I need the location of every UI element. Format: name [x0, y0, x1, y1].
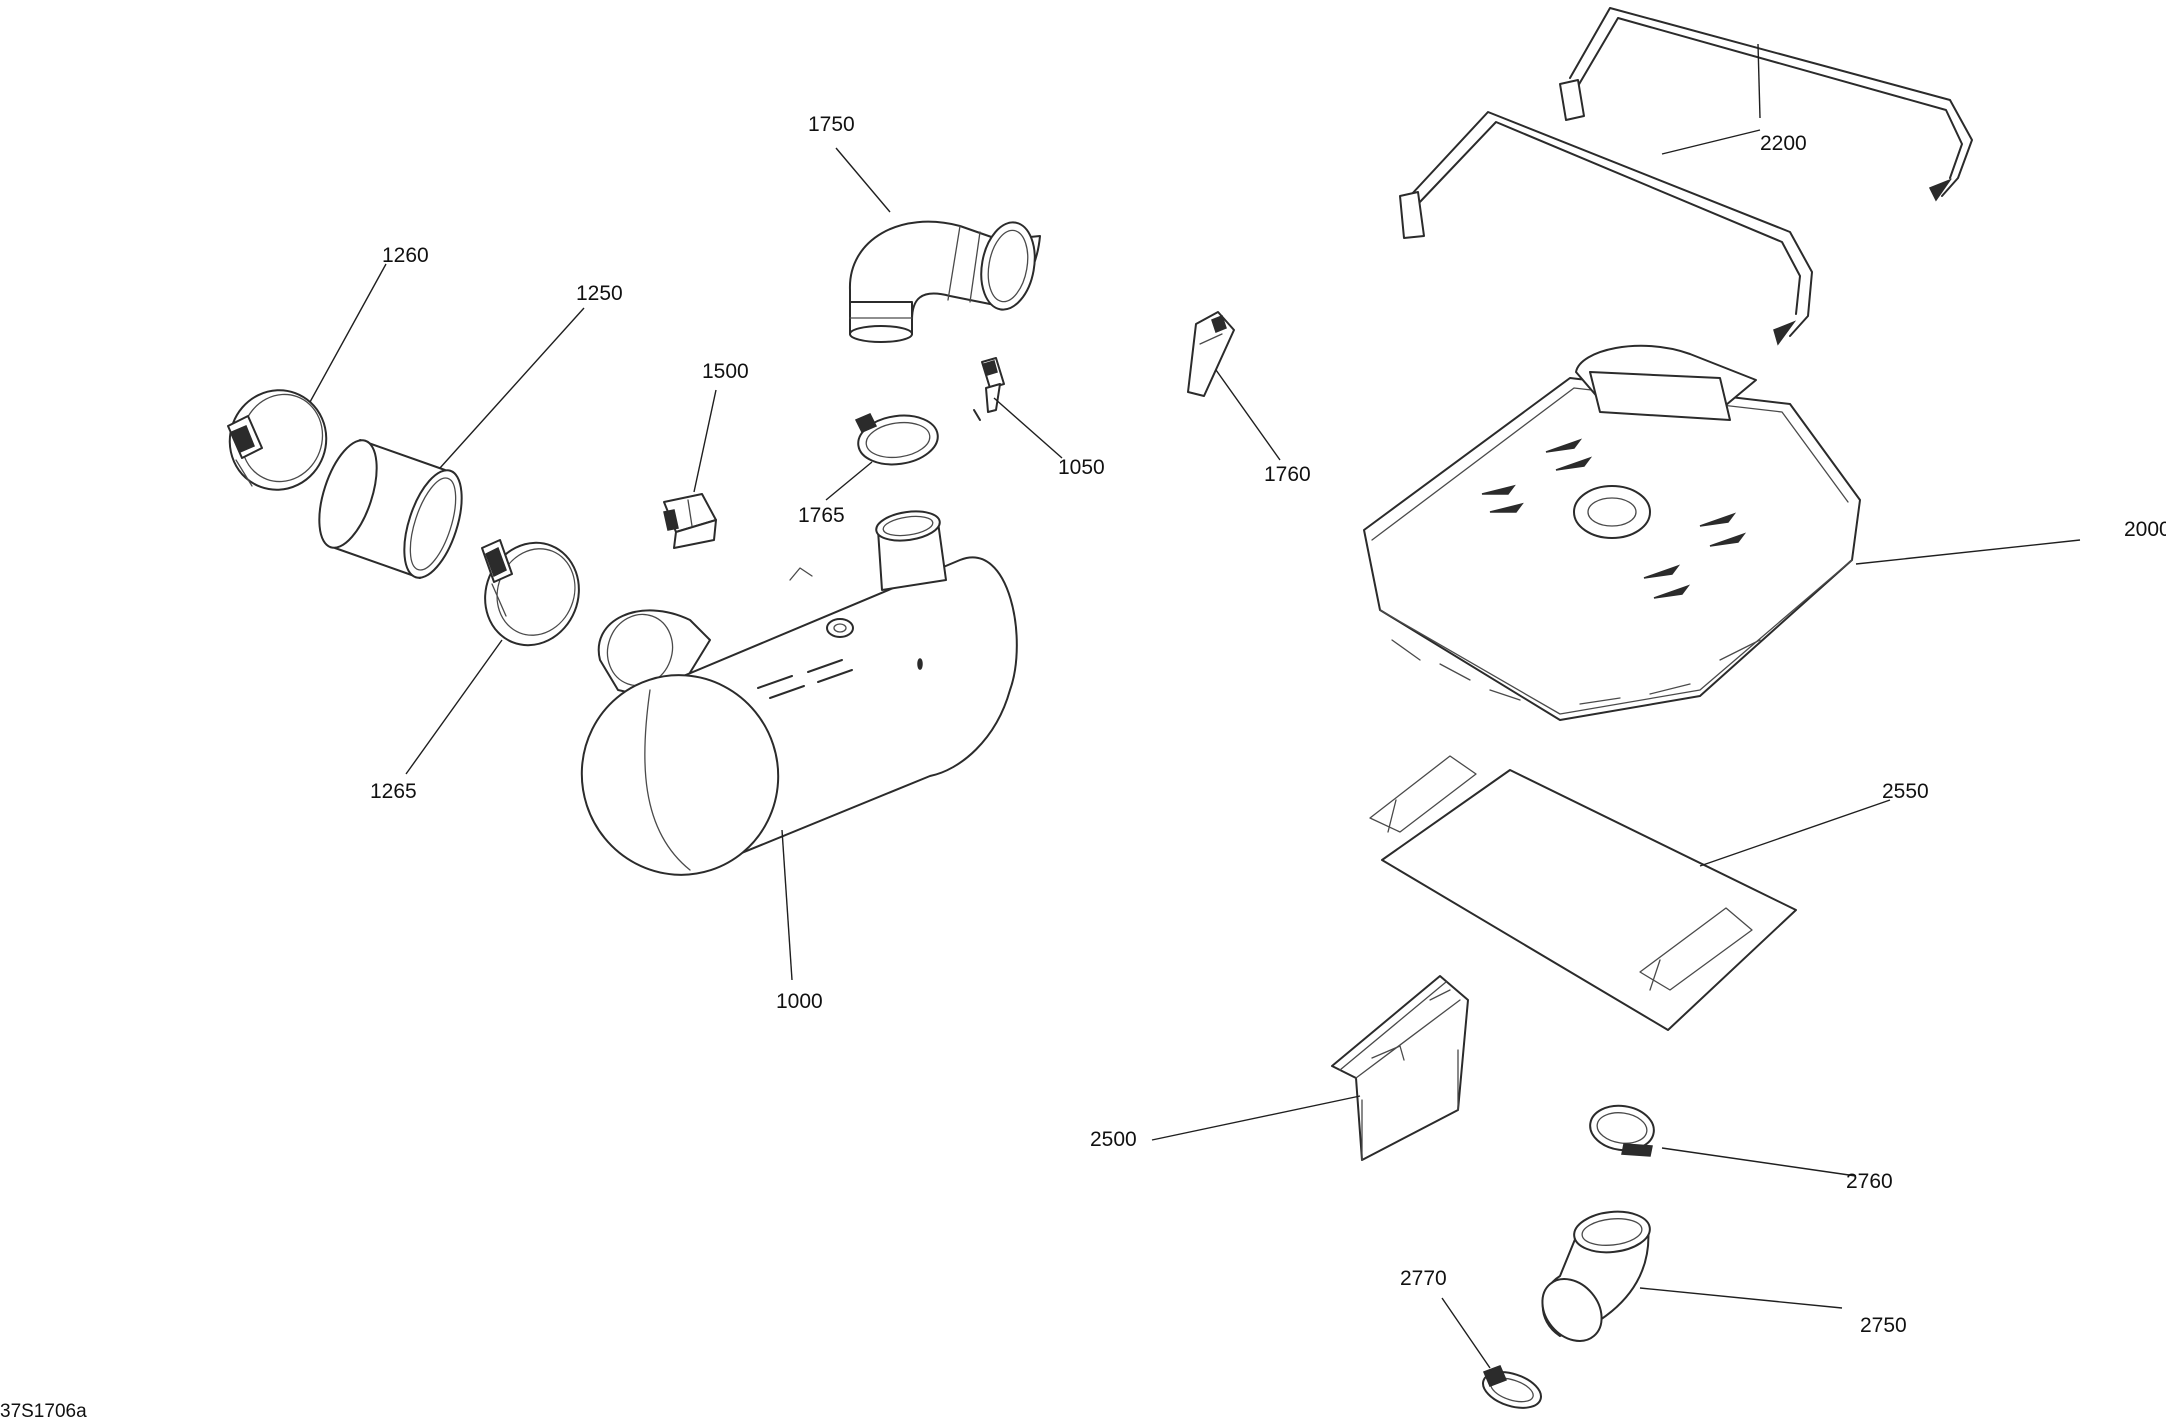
part-1750-elbow: [848, 220, 1041, 343]
callout-1765: 1765: [798, 504, 845, 527]
leader-1000: [781, 829, 793, 981]
part-1500-connector: [663, 493, 717, 549]
callout-1000: 1000: [776, 990, 823, 1013]
leader-2750: [1639, 1287, 1843, 1309]
part-1760-latch: [1187, 311, 1235, 397]
callout-1050: 1050: [1058, 456, 1105, 479]
callout-2000: 2000: [2124, 518, 2166, 541]
leader-2760: [1661, 1147, 1857, 1177]
leader-1050: [993, 397, 1063, 459]
part-1050-sensor: [973, 357, 1005, 421]
leader-1500: [693, 389, 717, 493]
part-2770-clamp: [1482, 1365, 1542, 1409]
callout-2500: 2500: [1090, 1128, 1137, 1151]
leader-2000: [1855, 539, 2081, 565]
part-2000-housing: [1363, 344, 1861, 721]
leader-1750: [835, 147, 891, 213]
leader-2550: [1699, 799, 1891, 867]
callout-2550: 2550: [1882, 780, 1929, 803]
leader-2770: [1441, 1297, 1491, 1369]
callout-2770: 2770: [1400, 1267, 1447, 1290]
leader-1765: [825, 461, 873, 501]
callout-1760: 1760: [1264, 463, 1311, 486]
leader-1260: [309, 263, 387, 403]
callout-2200: 2200: [1760, 132, 1807, 155]
callout-1750: 1750: [808, 113, 855, 136]
part-1250-sleeve: [318, 439, 463, 579]
callout-2760: 2760: [1846, 1170, 1893, 1193]
callout-1250: 1250: [576, 282, 623, 305]
callout-1500: 1500: [702, 360, 749, 383]
callout-1260: 1260: [382, 244, 429, 267]
part-1260-clamp: [227, 389, 328, 491]
leader-2200-a: [1757, 43, 1761, 119]
reference-code: 37S1706a: [0, 1401, 87, 1420]
leader-1760: [1215, 369, 1281, 461]
part-2200-straps: [1399, 7, 1973, 346]
part-1000-muffler: [580, 510, 1018, 876]
part-2500-bracket: [1331, 975, 1469, 1161]
leader-2200-b: [1661, 129, 1761, 155]
callout-1265: 1265: [370, 780, 417, 803]
callout-2750: 2750: [1860, 1314, 1907, 1337]
part-2760-clamp: [1589, 1104, 1655, 1157]
leader-1265: [405, 639, 503, 775]
part-2750-elbow: [1541, 1210, 1651, 1342]
part-1265-clamp: [481, 539, 580, 647]
leader-1250: [439, 307, 585, 469]
part-2550-plate: [1369, 755, 1797, 1031]
leader-2500: [1151, 1095, 1361, 1141]
part-1765-clamp: [854, 413, 939, 466]
